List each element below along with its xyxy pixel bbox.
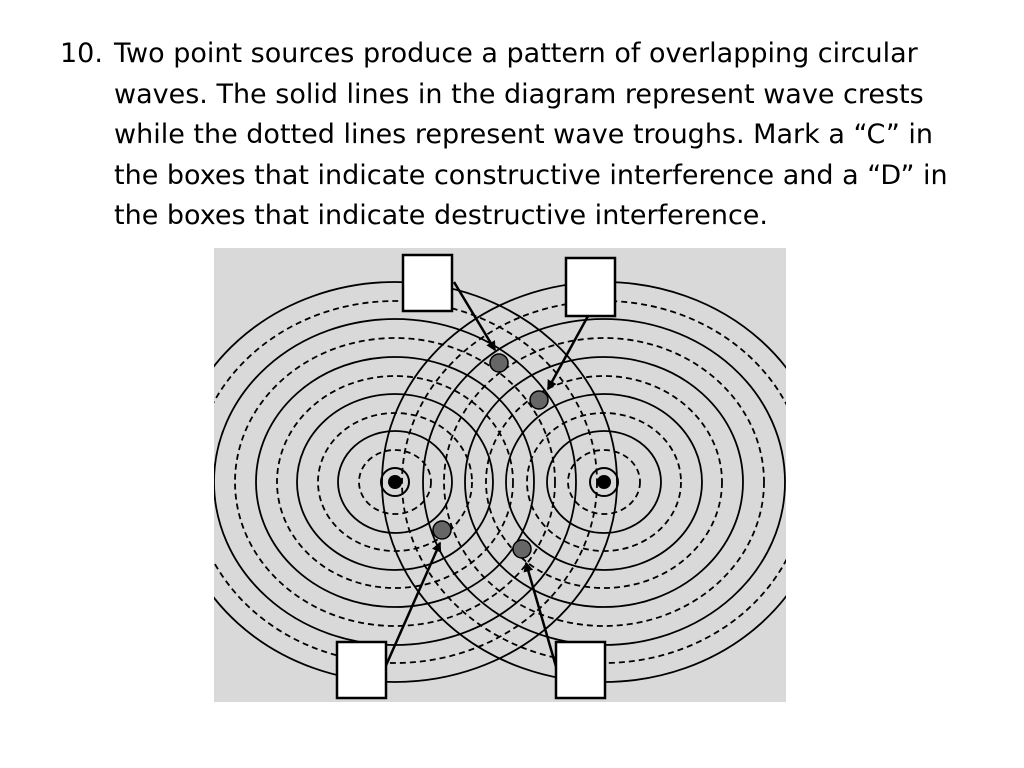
interference-point	[432, 520, 452, 540]
wave-trough-line	[276, 375, 514, 589]
wave-crest-line	[296, 393, 494, 571]
wave-trough-line	[485, 375, 723, 589]
question: 10. Two point sources produce a pattern …	[60, 34, 980, 237]
answer-box-top-right[interactable]	[564, 256, 617, 318]
interference-point	[529, 390, 549, 410]
answer-box-top-left[interactable]	[401, 253, 454, 313]
interference-diagram	[214, 248, 786, 702]
question-text: Two point sources produce a pattern of o…	[114, 38, 948, 231]
right-source	[589, 467, 619, 497]
wave-crest-line	[337, 430, 453, 534]
wave-trough-line	[234, 337, 556, 627]
pointer-arrow	[382, 541, 442, 671]
pointer-arrow	[523, 561, 559, 671]
wave-crest-line	[255, 356, 535, 608]
interference-diagram-svg	[214, 248, 786, 702]
diagram-background	[214, 248, 786, 702]
answer-box-bottom-right[interactable]	[554, 640, 607, 700]
pointer-arrow	[546, 315, 590, 391]
wave-crest-line	[464, 356, 744, 608]
question-number: 10.	[60, 38, 103, 69]
left-source	[380, 467, 410, 497]
wave-trough-line	[443, 337, 765, 627]
pointer-arrow	[452, 281, 497, 352]
wave-crest-line	[546, 430, 662, 534]
answer-box-bottom-left[interactable]	[335, 640, 388, 700]
interference-point	[512, 539, 532, 559]
wave-trough-line	[358, 449, 432, 515]
wave-trough-line	[526, 412, 682, 552]
interference-point	[489, 353, 509, 373]
wave-trough-line	[567, 449, 641, 515]
wave-crest-line	[505, 393, 703, 571]
